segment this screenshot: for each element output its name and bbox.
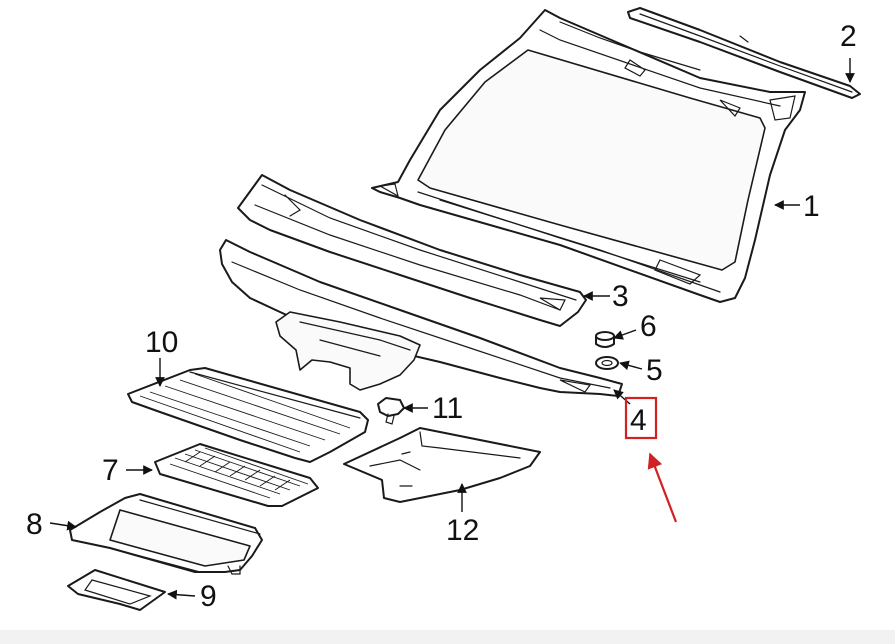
roof-header-strip bbox=[627, 7, 861, 99]
callout-3: 3 bbox=[612, 280, 629, 313]
highlight-arrow bbox=[647, 452, 678, 523]
callout-labels: 1 2 3 4 5 6 7 8 9 10 11 12 bbox=[26, 20, 857, 613]
support-bracket bbox=[343, 427, 541, 503]
cabin-air-filter bbox=[154, 443, 319, 507]
callout-1: 1 bbox=[803, 190, 820, 223]
callout-2: 2 bbox=[840, 20, 857, 53]
bottom-strip bbox=[0, 630, 895, 644]
callout-4: 4 bbox=[630, 404, 647, 437]
push-clip bbox=[377, 397, 405, 425]
callout-7: 7 bbox=[102, 454, 119, 487]
callout-11: 11 bbox=[432, 392, 463, 425]
highlight-marker bbox=[624, 396, 678, 523]
filter-lower-housing bbox=[69, 493, 263, 575]
callout-5: 5 bbox=[646, 354, 663, 387]
washer-ring bbox=[595, 356, 619, 370]
grommet bbox=[595, 331, 615, 348]
callout-8: 8 bbox=[26, 508, 43, 541]
callout-12: 12 bbox=[446, 514, 479, 547]
gasket-seal bbox=[67, 569, 166, 611]
filter-housing-cover bbox=[127, 367, 369, 463]
callout-6: 6 bbox=[640, 310, 657, 343]
callout-9: 9 bbox=[200, 580, 217, 613]
highlight-box bbox=[624, 396, 658, 440]
plenum-panel bbox=[219, 239, 623, 397]
cowl-panel bbox=[237, 174, 587, 327]
windshield-frame bbox=[371, 9, 806, 303]
leader-lines bbox=[49, 58, 855, 600]
callout-10: 10 bbox=[145, 326, 178, 359]
